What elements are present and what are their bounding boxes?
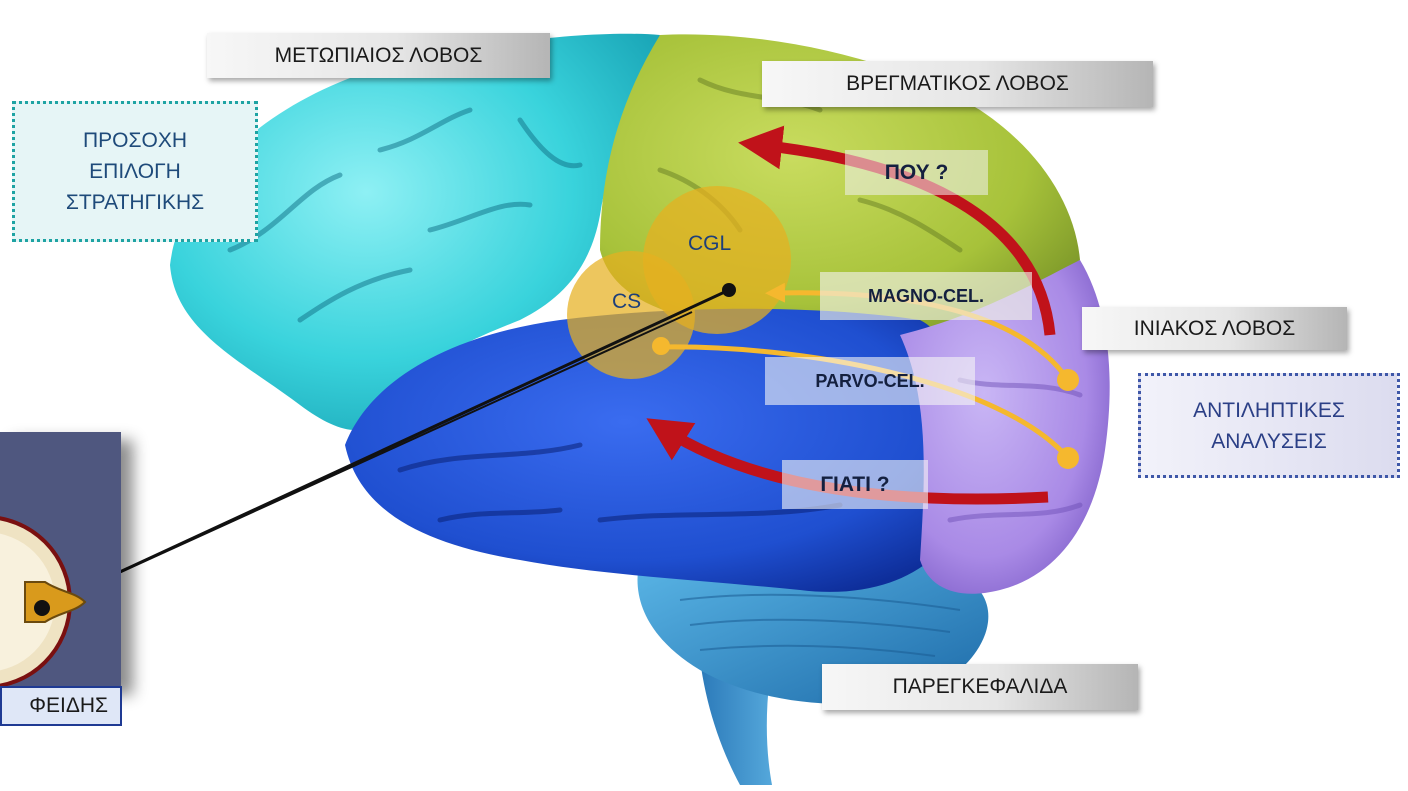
attention-line-3: ΣΤΡΑΤΗΓΙΚΗΣ [66, 187, 204, 218]
perceptual-line-1: ΑΝΤΙΛΗΠΤΙΚΕΣ [1193, 395, 1345, 426]
frontal-lobe-label: ΜΕΤΩΠΙΑΙΟΣ ΛΟΒΟΣ [207, 33, 550, 78]
attention-line-2: ΕΠΙΛΟΓΗ [89, 156, 181, 187]
parvo-dot [1057, 447, 1079, 469]
parvo-label: PARVO-CEL. [765, 357, 975, 405]
magno-label: MAGNO-CEL. [820, 272, 1032, 320]
cerebellum-label: ΠΑΡΕΓΚΕΦΑΛΙΔΑ [822, 664, 1138, 710]
occipital-lobe-label: ΙΝΙΑΚΟΣ ΛΟΒΟΣ [1082, 307, 1347, 350]
parietal-lobe-label: ΒΡΕΓΜΑΤΙΚΟΣ ΛΟΒΟΣ [762, 61, 1153, 107]
perceptual-box: ΑΝΤΙΛΗΠΤΙΚΕΣ ΑΝΑΛΥΣΕΙΣ [1138, 373, 1400, 478]
cgl-dot [722, 283, 736, 297]
eye-icon [0, 432, 121, 687]
perceptual-line-2: ΑΝΑΛΥΣΕΙΣ [1211, 426, 1326, 457]
eye-label: ΦΕΙΔΗΣ [0, 686, 122, 726]
magno-dot [1057, 369, 1079, 391]
cs-label: CS [612, 290, 641, 314]
cgl-label: CGL [688, 232, 731, 256]
why-label: ΓΙΑΤΙ ? [782, 460, 928, 509]
eye-panel [0, 432, 121, 687]
where-label: ΠΟΥ ? [845, 150, 988, 195]
parvo-end-dot [652, 337, 670, 355]
attention-line-1: ΠΡΟΣΟΧΗ [83, 125, 187, 156]
attention-box: ΠΡΟΣΟΧΗ ΕΠΙΛΟΓΗ ΣΤΡΑΤΗΓΙΚΗΣ [12, 101, 258, 242]
